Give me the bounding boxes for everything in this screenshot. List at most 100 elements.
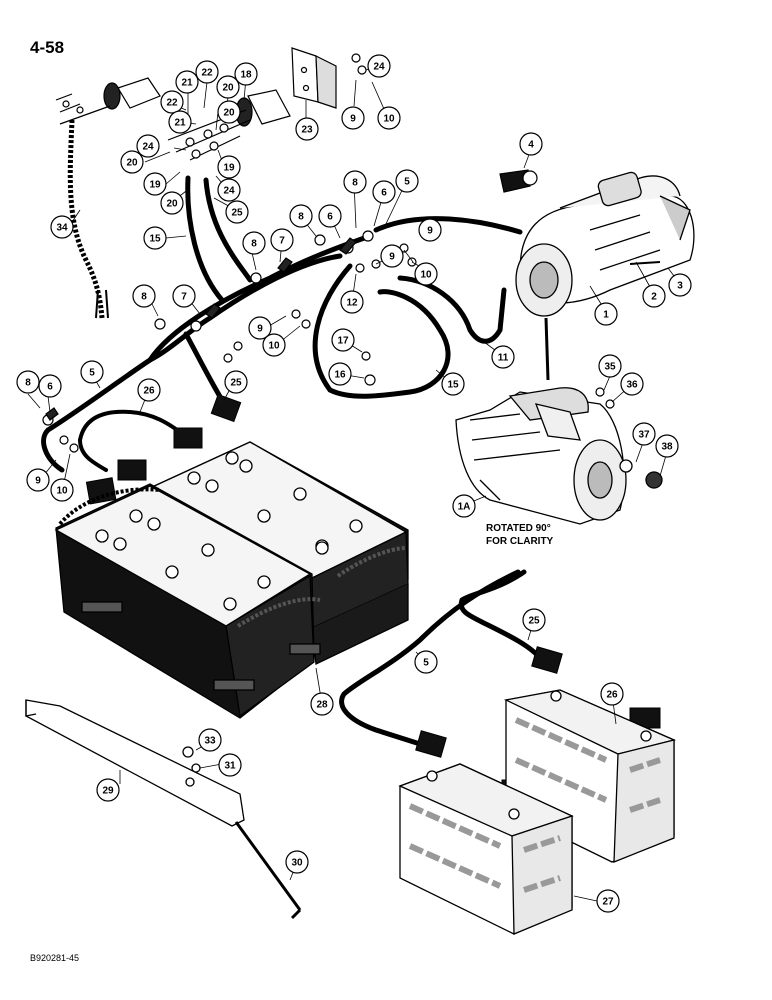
callout-17: 17 — [331, 328, 355, 352]
callout-6a-label: 6 — [327, 212, 333, 223]
callout-1: 1 — [594, 302, 618, 326]
callout-9c-label: 9 — [389, 252, 395, 263]
callout-28: 28 — [310, 692, 334, 716]
callout-35: 35 — [598, 354, 622, 378]
callout-3-label: 3 — [677, 281, 683, 292]
ground-cable-34 — [67, 119, 109, 319]
callout-24b: 24 — [217, 178, 241, 202]
figure-code: B920281-45 — [30, 953, 80, 963]
callout-16-label: 16 — [334, 370, 346, 381]
callout-33: 33 — [198, 728, 222, 752]
starter-motor-1a — [455, 387, 663, 525]
callout-10a: 10 — [377, 106, 401, 130]
callout-25c: 25 — [522, 608, 546, 632]
callout-10c-label: 10 — [268, 341, 280, 352]
callout-34: 34 — [50, 215, 74, 239]
mounting-bracket-23 — [291, 47, 337, 109]
callout-9d: 9 — [248, 316, 272, 340]
page-number: 4-58 — [30, 38, 65, 57]
callout-19b: 19 — [143, 172, 167, 196]
callout-8a-label: 8 — [298, 212, 304, 223]
callout-37-label: 37 — [638, 430, 650, 441]
callout-5b: 5 — [80, 360, 104, 384]
callout-9b-label: 9 — [427, 226, 433, 237]
callout-18-label: 18 — [240, 70, 252, 81]
callout-26b-label: 26 — [606, 690, 618, 701]
cable-11 — [397, 275, 507, 344]
callout-34-label: 34 — [56, 223, 68, 234]
callout-9e: 9 — [26, 468, 50, 492]
cable-15-upper — [185, 175, 225, 303]
cable-5-to-starter — [373, 216, 523, 235]
cable-26-left-b — [78, 438, 108, 472]
callout-31: 31 — [218, 753, 242, 777]
boot-26-a — [173, 427, 203, 449]
rotated-note-line2: FOR CLARITY — [486, 536, 554, 547]
callout-4: 4 — [519, 132, 543, 156]
cable-boots — [85, 393, 242, 505]
callout-38: 38 — [655, 434, 679, 458]
cable-25-lower — [458, 569, 543, 661]
callout-31-label: 31 — [224, 761, 236, 772]
callout-5c-label: 5 — [423, 658, 429, 669]
hold-down-bracket-29 — [25, 699, 245, 827]
callout-30: 30 — [285, 850, 309, 874]
callout-8d: 8 — [132, 284, 156, 308]
callout-27: 27 — [596, 889, 620, 913]
cables — [41, 175, 523, 473]
callout-1a: 1A — [452, 494, 476, 518]
callout-4-label: 4 — [528, 140, 534, 151]
boot-5 — [85, 477, 117, 505]
cable-25-mid — [183, 331, 225, 403]
callout-22a-label: 22 — [201, 68, 213, 79]
callout-8c: 8 — [242, 231, 266, 255]
callout-11-label: 11 — [498, 353, 509, 364]
callout-24c-label: 24 — [373, 62, 385, 73]
callout-3: 3 — [668, 273, 692, 297]
callout-25c-label: 25 — [528, 616, 540, 627]
callout-10d: 10 — [50, 478, 74, 502]
callout-21b: 21 — [168, 110, 192, 134]
rotated-note: ROTATED 90° FOR CLARITY — [486, 522, 606, 548]
callout-9e-label: 9 — [35, 476, 41, 487]
callout-24a: 24 — [136, 134, 160, 158]
callout-19a: 19 — [217, 155, 241, 179]
callout-6b: 6 — [372, 180, 396, 204]
callout-8a: 8 — [289, 204, 313, 228]
callout-29-label: 29 — [102, 786, 114, 797]
boot-25 — [210, 393, 242, 423]
callout-15b-label: 15 — [447, 380, 459, 391]
callout-25b-label: 25 — [230, 378, 242, 389]
callout-21b-label: 21 — [174, 118, 186, 129]
callout-20a: 20 — [216, 75, 240, 99]
boot-26-b — [117, 459, 147, 481]
callout-24a-label: 24 — [142, 142, 154, 153]
callout-10d-label: 10 — [56, 486, 68, 497]
battery-27-front — [398, 763, 574, 935]
callout-21a-label: 21 — [181, 78, 193, 89]
callout-37: 37 — [632, 422, 656, 446]
callout-20d: 20 — [160, 191, 184, 215]
callout-6c-label: 6 — [47, 382, 53, 393]
callout-30-label: 30 — [291, 858, 303, 869]
callout-7a-label: 7 — [279, 236, 285, 247]
callout-15a-label: 15 — [149, 234, 161, 245]
callout-27-label: 27 — [602, 897, 614, 908]
callout-1-label: 1 — [603, 310, 609, 321]
callout-15b: 15 — [441, 372, 465, 396]
callout-8e: 8 — [16, 370, 40, 394]
callout-25a: 25 — [225, 200, 249, 224]
callout-20c: 20 — [120, 150, 144, 174]
callout-7a: 7 — [270, 228, 294, 252]
callout-6b-label: 6 — [381, 188, 387, 199]
cable-25-upper — [203, 177, 253, 283]
callout-8e-label: 8 — [25, 378, 31, 389]
callout-26a-label: 26 — [143, 386, 155, 397]
callout-5b-label: 5 — [89, 368, 95, 379]
callout-11: 11 — [491, 345, 515, 369]
hold-down-rod-30 — [234, 821, 302, 920]
callout-10b-label: 10 — [420, 270, 432, 281]
solenoid-connector-4 — [499, 169, 538, 193]
callout-22b: 22 — [160, 90, 184, 114]
